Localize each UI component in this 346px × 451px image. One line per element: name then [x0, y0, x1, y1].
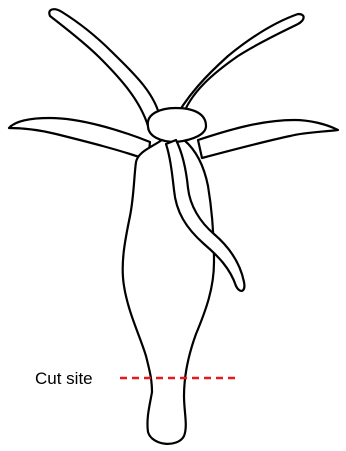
hydra-body: [123, 140, 214, 444]
tentacle-left: [9, 118, 150, 160]
tentacle-right: [198, 120, 338, 158]
tentacle-upper-left: [49, 9, 160, 126]
cut-site-marker: Cut site: [35, 369, 236, 388]
hydra-head: [148, 108, 206, 142]
tentacle-upper-right: [172, 14, 304, 124]
cut-site-label: Cut site: [35, 369, 93, 388]
